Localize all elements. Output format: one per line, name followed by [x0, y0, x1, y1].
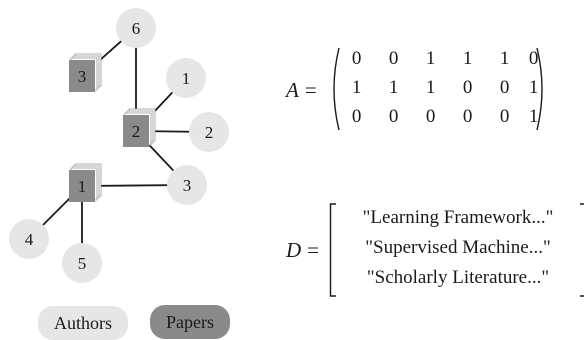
- matrix-a-symbol: A: [286, 77, 299, 102]
- matrix-d-symbol: D: [286, 237, 302, 262]
- matrix-a-cell-r1c1: 0: [351, 48, 362, 69]
- legend-papers: Papers: [150, 305, 230, 339]
- matrix-a-cell-r1c5: 1: [499, 48, 510, 69]
- paper-2-node: 2: [123, 108, 156, 147]
- matrix-a-cell-r2c6: 1: [528, 77, 539, 98]
- paper-3-label: 3: [78, 67, 87, 86]
- paper-3-rect: [69, 60, 95, 92]
- matrix-a-cell-r2c1: 1: [351, 77, 362, 98]
- author-3-circle: [167, 165, 207, 205]
- paper-3-node: 3: [69, 53, 102, 92]
- author-5-circle: [62, 243, 102, 283]
- matrix-a-cell-r1c3: 1: [425, 48, 436, 69]
- matrix-a-cell-r2c2: 1: [388, 77, 399, 98]
- bipartite-graph: 1 2 3 4 5 6 1 2 3: [9, 8, 229, 283]
- matrix-d-equals: =: [307, 237, 320, 262]
- paper-2-rect: [123, 115, 149, 147]
- matrix-a-cell-r1c4: 1: [462, 48, 473, 69]
- paper-2-label: 2: [132, 122, 141, 141]
- matrix-a-cell-r1c2: 0: [388, 48, 399, 69]
- author-6-label: 6: [132, 19, 141, 38]
- legend-authors: Authors: [38, 306, 128, 340]
- matrix-d: "Learning Framework..." "Supervised Machi…: [329, 203, 584, 297]
- paper-1-rect: [69, 170, 95, 202]
- matrix-a-cell-r3c1: 0: [351, 106, 362, 127]
- author-1-node: 1: [166, 58, 206, 98]
- matrix-a-left-paren: [332, 47, 340, 131]
- author-2-circle: [189, 112, 229, 152]
- matrix-a-cell-r3c6: 1: [528, 106, 539, 127]
- matrix-a-right-paren: [535, 47, 543, 131]
- matrix-d-row-1: "Learning Framework...": [362, 207, 554, 228]
- author-2-label: 2: [205, 123, 214, 142]
- matrix-a-cell-r3c2: 0: [388, 106, 399, 127]
- author-3-label: 3: [183, 176, 192, 195]
- matrix-d-row-2: "Supervised Machine...": [365, 237, 551, 258]
- matrix-a-cell-r2c4: 0: [462, 77, 473, 98]
- author-2-node: 2: [189, 112, 229, 152]
- author-5-node: 5: [62, 243, 102, 283]
- author-4-circle: [9, 219, 49, 259]
- node-layer: 1 2 3 4 5 6 1 2 3: [9, 8, 229, 283]
- author-1-label: 1: [182, 69, 191, 88]
- matrix-a-cell-r3c3: 0: [425, 106, 436, 127]
- paper-1-node: 1: [69, 163, 102, 202]
- author-1-circle: [166, 58, 206, 98]
- author-6-circle: [116, 8, 156, 48]
- matrix-a-cell-r1c6: 0: [528, 48, 539, 69]
- matrix-a-cell-r3c5: 0: [499, 106, 510, 127]
- author-5-label: 5: [78, 254, 87, 273]
- paper-1-label: 1: [78, 177, 87, 196]
- matrix-a-cell-r2c5: 0: [499, 77, 510, 98]
- author-6-node: 6: [116, 8, 156, 48]
- author-4-node: 4: [9, 219, 49, 259]
- matrix-d-left-bracket: [329, 203, 337, 297]
- author-4-label: 4: [25, 230, 34, 249]
- matrix-d-right-bracket: [580, 203, 584, 297]
- matrix-d-equation: D = "Learning Framework..." "Supervised M…: [286, 200, 584, 300]
- author-3-node: 3: [167, 165, 207, 205]
- matrix-a-cell-r2c3: 1: [425, 77, 436, 98]
- matrix-d-row-3: "Scholarly Literature...": [366, 267, 550, 288]
- matrix-a-cell-r3c4: 0: [462, 106, 473, 127]
- matrix-a-equals: =: [304, 77, 317, 102]
